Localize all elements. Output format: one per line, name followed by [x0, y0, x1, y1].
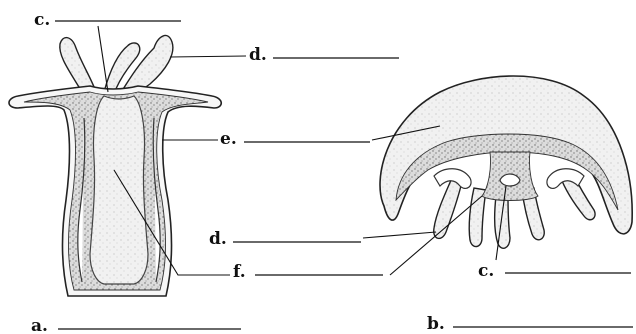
label-medusa-b: b. [427, 314, 445, 334]
medusa-tentacle-3 [495, 196, 510, 248]
medusa-drawing [380, 76, 632, 248]
label-medusa-d: d. [209, 229, 227, 249]
medusa-tentacle-1 [434, 178, 462, 238]
label-polyp-e: e. [220, 129, 237, 149]
label-medusa-c: c. [478, 261, 494, 281]
leader-polyp-c [98, 26, 108, 92]
medusa-mouth [500, 174, 520, 186]
label-polyp-a: a. [31, 316, 48, 334]
polyp-drawing [9, 35, 221, 296]
label-polyp-f: f. [233, 262, 246, 282]
label-polyp-d: d. [249, 45, 267, 65]
polyp-gastrovascular-cavity [90, 96, 148, 284]
leader-polyp-d [170, 56, 246, 57]
label-polyp-c: c. [34, 10, 50, 30]
polyp-tentacle-left [60, 38, 96, 92]
leader-medusa-d [363, 232, 436, 238]
leader-medusa-f [390, 196, 482, 275]
